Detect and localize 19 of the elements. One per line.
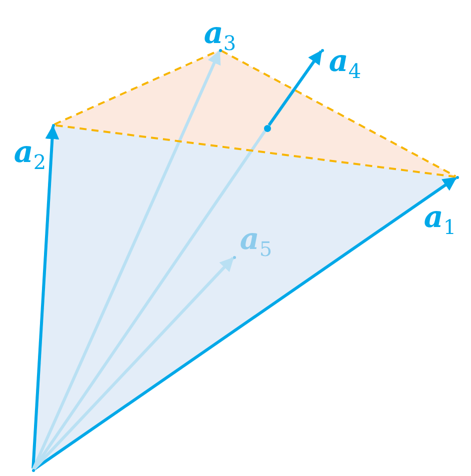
vector-label: a$_{2}$ [14, 138, 46, 172]
vector-arrow [268, 50, 322, 126]
dashed-line [220, 50, 456, 178]
vector-arrow [32, 257, 234, 470]
vector-point [52, 124, 54, 126]
vector-label: a$_{5}$ [240, 225, 272, 259]
vector-point [32, 468, 34, 472]
vector-arrow [33, 176, 457, 470]
vector-label: a$_{1}$ [424, 203, 456, 237]
vector-label: a$_{4}$ [328, 47, 362, 81]
vector-point [232, 256, 236, 258]
vector-arrow [32, 50, 221, 470]
vector-label: a$_{3}$ [204, 19, 236, 53]
vector-point [456, 176, 458, 178]
vector-point [218, 48, 222, 52]
vector-point [320, 48, 324, 52]
vector-arrow [32, 125, 60, 469]
line-segment [32, 130, 266, 470]
dashed-line [54, 124, 456, 178]
